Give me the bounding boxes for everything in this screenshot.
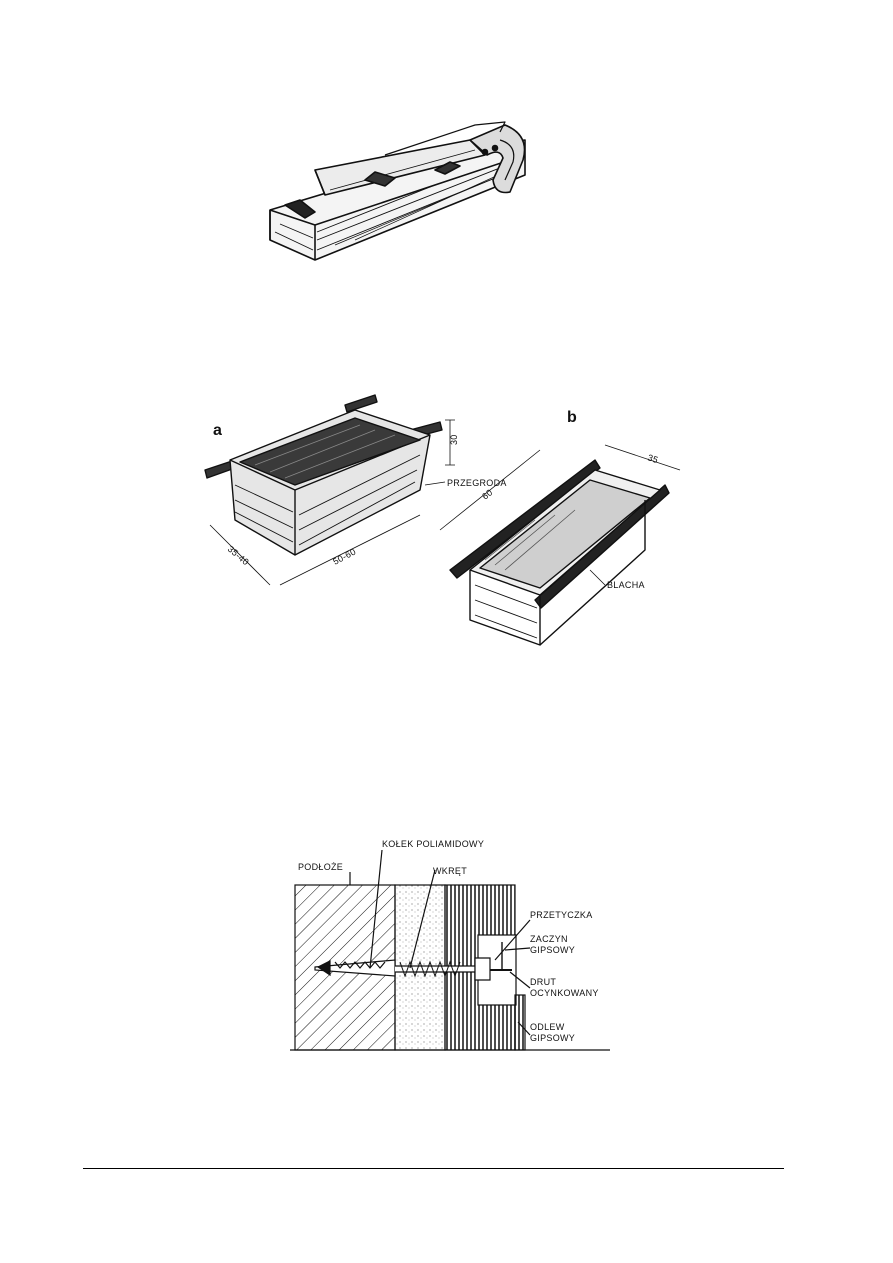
- label-blacha: BLACHA: [607, 580, 645, 590]
- dimension-a-length: 50-60: [331, 546, 357, 566]
- label-zaczyn-line2: GIPSOWY: [530, 945, 575, 955]
- label-drut-line1: DRUT: [530, 977, 556, 987]
- label-przetyczka: PRZETYCZKA: [530, 910, 593, 920]
- label-kolek-poliamidowy: KOŁEK POLIAMIDOWY: [382, 839, 484, 849]
- casting-boxes-illustration: a b 30 35-40 50-60 PRZEGRODA 60 35 BLACH…: [204, 394, 681, 646]
- mitre-box-saw-illustration: [269, 121, 526, 261]
- dimension-b-length: 60: [480, 487, 495, 501]
- dimension-a-width: 35-40: [226, 544, 251, 567]
- label-odlew-line2: GIPSOWY: [530, 1033, 575, 1043]
- panel-b-letter: b: [567, 409, 577, 426]
- wall-anchor-section-illustration: PODŁOŻE KOŁEK POLIAMIDOWY WKRĘT PRZETYCZ…: [290, 839, 610, 1051]
- label-przegroda: PRZEGRODA: [447, 478, 507, 488]
- label-zaczyn-line1: ZACZYN: [530, 934, 568, 944]
- label-podloze: PODŁOŻE: [298, 862, 343, 872]
- panel-a-letter: a: [213, 422, 222, 439]
- label-odlew-line1: ODLEW: [530, 1022, 565, 1032]
- dimension-a-height: 30: [449, 434, 459, 445]
- label-wkret: WKRĘT: [433, 866, 467, 876]
- label-drut-line2: OCYNKOWANY: [530, 988, 599, 998]
- dimension-b-width: 35: [646, 452, 659, 465]
- footer-rule: [83, 1168, 784, 1169]
